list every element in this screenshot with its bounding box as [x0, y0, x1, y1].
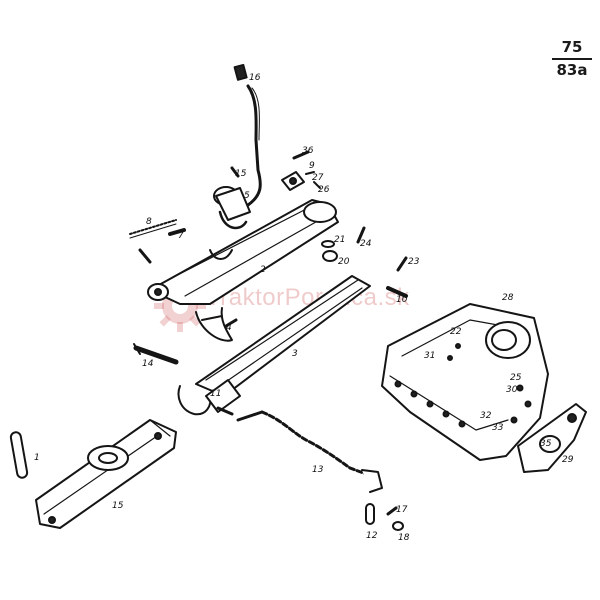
callout-9: 9	[309, 161, 315, 171]
callout-13: 13	[312, 465, 324, 475]
callout-15: 15	[112, 501, 124, 511]
ring-18-icon	[392, 521, 404, 531]
drawbar-15-icon	[35, 419, 177, 529]
callout-7: 7	[178, 231, 184, 241]
callout-26: 26	[318, 185, 330, 195]
callout-17: 17	[396, 505, 408, 515]
callout-15-upper: 15	[235, 169, 247, 179]
side-plate-29-icon	[517, 403, 587, 473]
callout-labels: 16 15 5 36 9 27 26 8 7 2 21 24 20 23 10 …	[34, 73, 574, 543]
curved-rod-icon	[246, 84, 262, 207]
callout-24: 24	[360, 239, 372, 249]
callout-8: 8	[146, 217, 152, 227]
lift-arm-3-icon	[177, 275, 371, 416]
callout-1: 1	[34, 453, 40, 463]
callout-23: 23	[408, 257, 420, 267]
pin-1-icon	[9, 431, 29, 479]
pin-15-icon	[230, 166, 240, 178]
pin-24-icon	[356, 226, 366, 244]
callout-25: 25	[510, 373, 522, 383]
callout-5: 5	[244, 191, 250, 201]
callout-11: 11	[210, 389, 221, 399]
pin-7-icon	[168, 228, 186, 236]
bolt-10-icon	[386, 286, 408, 298]
bracket-28-icon	[381, 303, 549, 461]
callout-28: 28	[502, 293, 514, 303]
callout-29: 29	[562, 455, 574, 465]
callout-3: 3	[292, 349, 298, 359]
callout-36: 36	[302, 146, 314, 156]
callout-30: 30	[506, 385, 518, 395]
callout-22: 22	[450, 327, 462, 337]
callout-14: 14	[142, 359, 154, 369]
spring-8-icon	[129, 219, 177, 235]
callout-35: 35	[540, 439, 552, 449]
bolt-16-icon	[233, 63, 248, 81]
callout-12: 12	[366, 531, 378, 541]
page-reference-bottom: 83a	[556, 61, 588, 79]
callout-27: 27	[312, 173, 324, 183]
callout-2: 2	[260, 265, 266, 275]
callout-16: 16	[249, 73, 261, 83]
callout-33: 33	[492, 423, 504, 433]
callout-20: 20	[338, 257, 350, 267]
callout-32: 32	[480, 411, 492, 421]
lift-arm-2-icon	[147, 199, 339, 342]
nut-20-icon	[322, 250, 338, 262]
callout-31: 31	[424, 351, 435, 361]
chain-13-icon	[236, 410, 383, 493]
page-reference-divider	[552, 58, 592, 60]
callout-4: 4	[226, 323, 232, 333]
pin-17-icon	[386, 506, 398, 516]
page-reference: 75 83a	[548, 40, 596, 78]
callout-21: 21	[334, 235, 345, 245]
callout-18: 18	[398, 533, 410, 543]
page-reference-top: 75	[561, 38, 583, 56]
callout-10: 10	[396, 295, 408, 305]
pin-23-icon	[396, 256, 408, 272]
collar-5-icon	[213, 186, 251, 230]
small-parts-cluster-icon	[281, 150, 321, 191]
pin-12-icon	[365, 503, 375, 525]
pin-4-icon	[224, 318, 238, 328]
washer-21-icon	[321, 240, 335, 248]
pin-14-icon	[133, 345, 179, 365]
